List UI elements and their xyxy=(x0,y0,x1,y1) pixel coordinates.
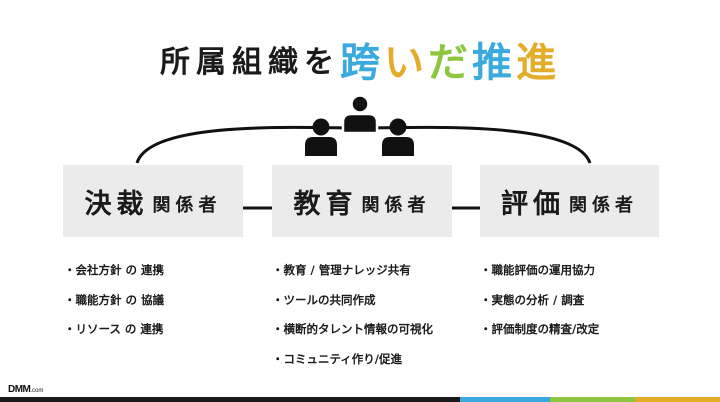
page-title: 所属組織を跨いだ推進 xyxy=(0,30,720,88)
title-highlight-char-3: だ xyxy=(428,40,472,86)
title-highlight-char-2: い xyxy=(384,40,428,86)
person-icon xyxy=(382,118,414,156)
logo-domain: .com xyxy=(30,388,44,394)
stakeholder-box-decision: 決裁 関係者 xyxy=(63,165,243,237)
person-icon xyxy=(341,94,379,135)
bar-segment-black xyxy=(0,397,460,402)
list-item: ・職能方針 の 協議 xyxy=(64,292,165,307)
stakeholder-subtitle: 関係者 xyxy=(152,195,222,216)
stakeholder-title: 評価 xyxy=(501,188,565,220)
list-item: ・会社方針 の 連携 xyxy=(64,263,165,277)
list-item: ・横断的タレント情報の可視化 xyxy=(272,322,433,336)
bar-segment-blue xyxy=(460,397,550,402)
list-item: ・コミュニティ作り/促進 xyxy=(272,351,403,366)
dmm-logo: DMM.com xyxy=(8,384,43,395)
stakeholder-title: 教育 xyxy=(293,188,358,220)
logo-brand: DMM xyxy=(8,384,31,395)
people-group-icon xyxy=(305,94,414,156)
stakeholder-subtitle: 関係者 xyxy=(569,195,638,216)
person-icon xyxy=(305,118,337,156)
list-item: ・ツールの共同作成 xyxy=(272,292,376,307)
bar-segment-green xyxy=(550,397,635,402)
title-highlight-char-5: 進 xyxy=(516,40,560,86)
stakeholder-box-education: 教育 関係者 xyxy=(272,165,452,237)
list-item: ・職能評価の運用協力 xyxy=(480,263,595,277)
stakeholder-box-evaluation: 評価 関係者 xyxy=(480,165,659,237)
bar-segment-yellow xyxy=(635,397,720,402)
list-item: ・教育 / 管理ナレッジ共有 xyxy=(272,263,411,277)
title-highlight-char-1: 跨 xyxy=(340,40,384,86)
list-item: ・評価制度の精査/改定 xyxy=(480,322,600,336)
stakeholder-title: 決裁 xyxy=(84,188,149,220)
bottom-color-bar xyxy=(0,397,720,402)
education-list: ・教育 / 管理ナレッジ共有 ・ツールの共同作成 ・横断的タレント情報の可視化 … xyxy=(272,262,433,380)
title-text: 所属組織を xyxy=(160,45,340,80)
decision-list: ・会社方針 の 連携 ・職能方針 の 協議 ・リソース の 連携 xyxy=(64,262,164,351)
list-item: ・リソース の 連携 xyxy=(64,322,164,336)
stakeholder-subtitle: 関係者 xyxy=(361,195,431,216)
list-item: ・実態の分析 / 調査 xyxy=(480,292,585,307)
evaluation-list: ・職能評価の運用協力 ・実態の分析 / 調査 ・評価制度の精査/改定 xyxy=(480,262,599,351)
title-highlight-char-4: 推 xyxy=(472,40,516,86)
